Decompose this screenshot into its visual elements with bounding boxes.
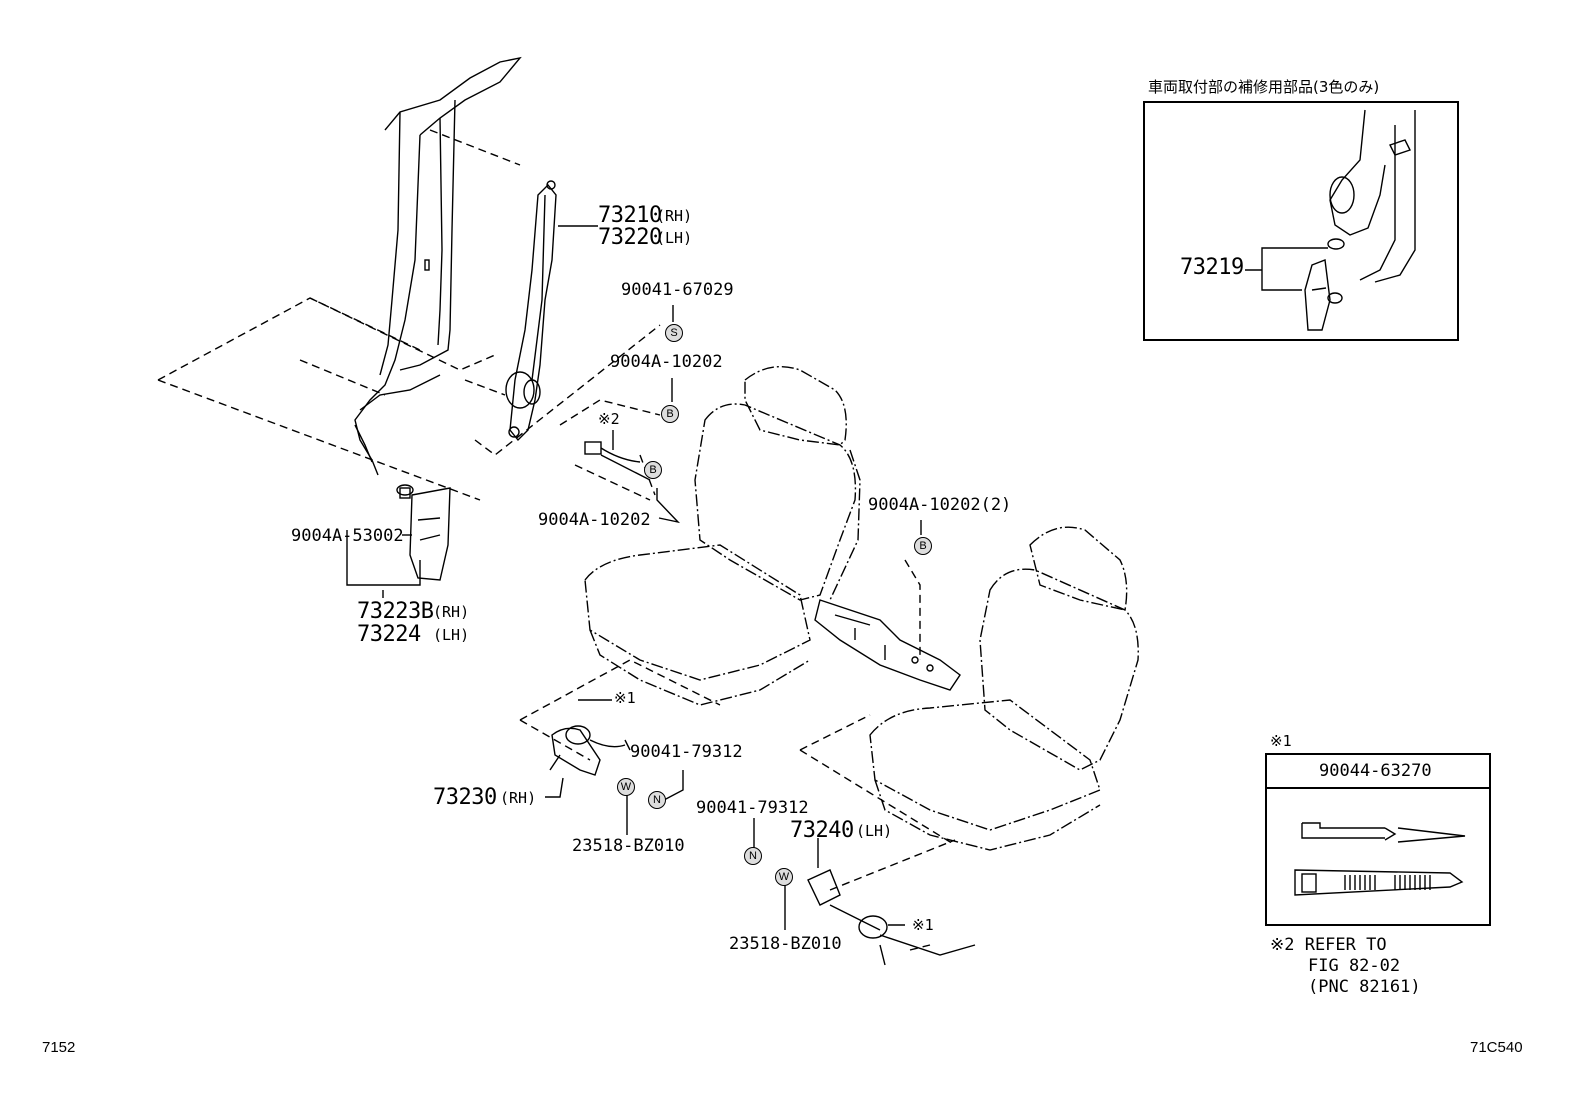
front-seat [584, 366, 861, 706]
marker-w2: W [775, 868, 793, 886]
marker-b1: B [661, 405, 679, 423]
part-9004A-10202-top: 9004A-10202 [610, 352, 723, 372]
seat-belt-retractor [505, 180, 557, 442]
part-73230: 73230 [433, 785, 497, 810]
note2-line3: (PNC 82161) [1308, 977, 1421, 997]
part-73224: 73224 [357, 622, 421, 647]
note2-ref-mark: ※2 [598, 410, 620, 428]
part-23518-BZ010-a: 23518-BZ010 [572, 836, 685, 856]
seat-rail [814, 599, 961, 691]
part-90041-67029: 90041-67029 [621, 280, 734, 300]
part-9004A-53002: 9004A-53002 [291, 526, 404, 546]
buckle-lh [807, 869, 976, 966]
part-73220: 73220 [598, 225, 662, 250]
marker-b2: B [644, 461, 662, 479]
part-73210: 73210 [598, 203, 662, 228]
part-73219: 73219 [1180, 255, 1244, 280]
rear-seat [869, 526, 1139, 851]
harness-connector [584, 441, 651, 481]
lower-pillar-garnish [396, 484, 451, 581]
inset-anchor-parts [1245, 109, 1416, 331]
buckle-rh [549, 725, 631, 776]
part-73223B-side: (RH) [433, 603, 470, 621]
footer-left-code: 7152 [42, 1039, 76, 1056]
note2-line1: ※2 REFER TO [1270, 935, 1387, 955]
part-90041-79312-a: 90041-79312 [630, 742, 743, 762]
marker-n1: N [648, 791, 666, 809]
leader-lines [346, 225, 922, 930]
note2-line2: FIG 82-02 [1308, 956, 1401, 976]
marker-w1: W [617, 778, 635, 796]
part-73230-side: (RH) [500, 789, 537, 807]
part-90041-79312-b: 90041-79312 [696, 798, 809, 818]
legend-ref-mark: ※1 [1270, 732, 1292, 750]
tie-strap-drawings [1294, 822, 1466, 896]
marker-b3: B [914, 537, 932, 555]
part-9004A-10202-mid: 9004A-10202 [538, 510, 651, 530]
legend-part-number: 90044-63270 [1319, 761, 1432, 781]
inset-box [1143, 101, 1459, 341]
part-9004A-10202-2: 9004A-10202(2) [868, 495, 1012, 515]
part-73240: 73240 [790, 818, 854, 843]
marker-s: S [665, 324, 683, 342]
part-73220-side: (LH) [656, 229, 693, 247]
assembly-dashed-lines [157, 129, 956, 951]
part-73240-side: (LH) [856, 822, 893, 840]
inset-title: 車両取付部の補修用部品(3色のみ) [1148, 78, 1380, 96]
part-23518-BZ010-b: 23518-BZ010 [729, 934, 842, 954]
part-73224-side: (LH) [433, 626, 470, 644]
footer-right-code: 71C540 [1470, 1039, 1523, 1056]
b-pillar-trim [354, 56, 522, 476]
note1-ref-mark-b: ※1 [912, 916, 934, 934]
legend-box: 90044-63270 [1265, 753, 1491, 926]
marker-n2: N [744, 847, 762, 865]
part-73210-side: (RH) [656, 207, 693, 225]
part-73223B: 73223B [357, 599, 434, 624]
note1-ref-mark-a: ※1 [614, 689, 636, 707]
